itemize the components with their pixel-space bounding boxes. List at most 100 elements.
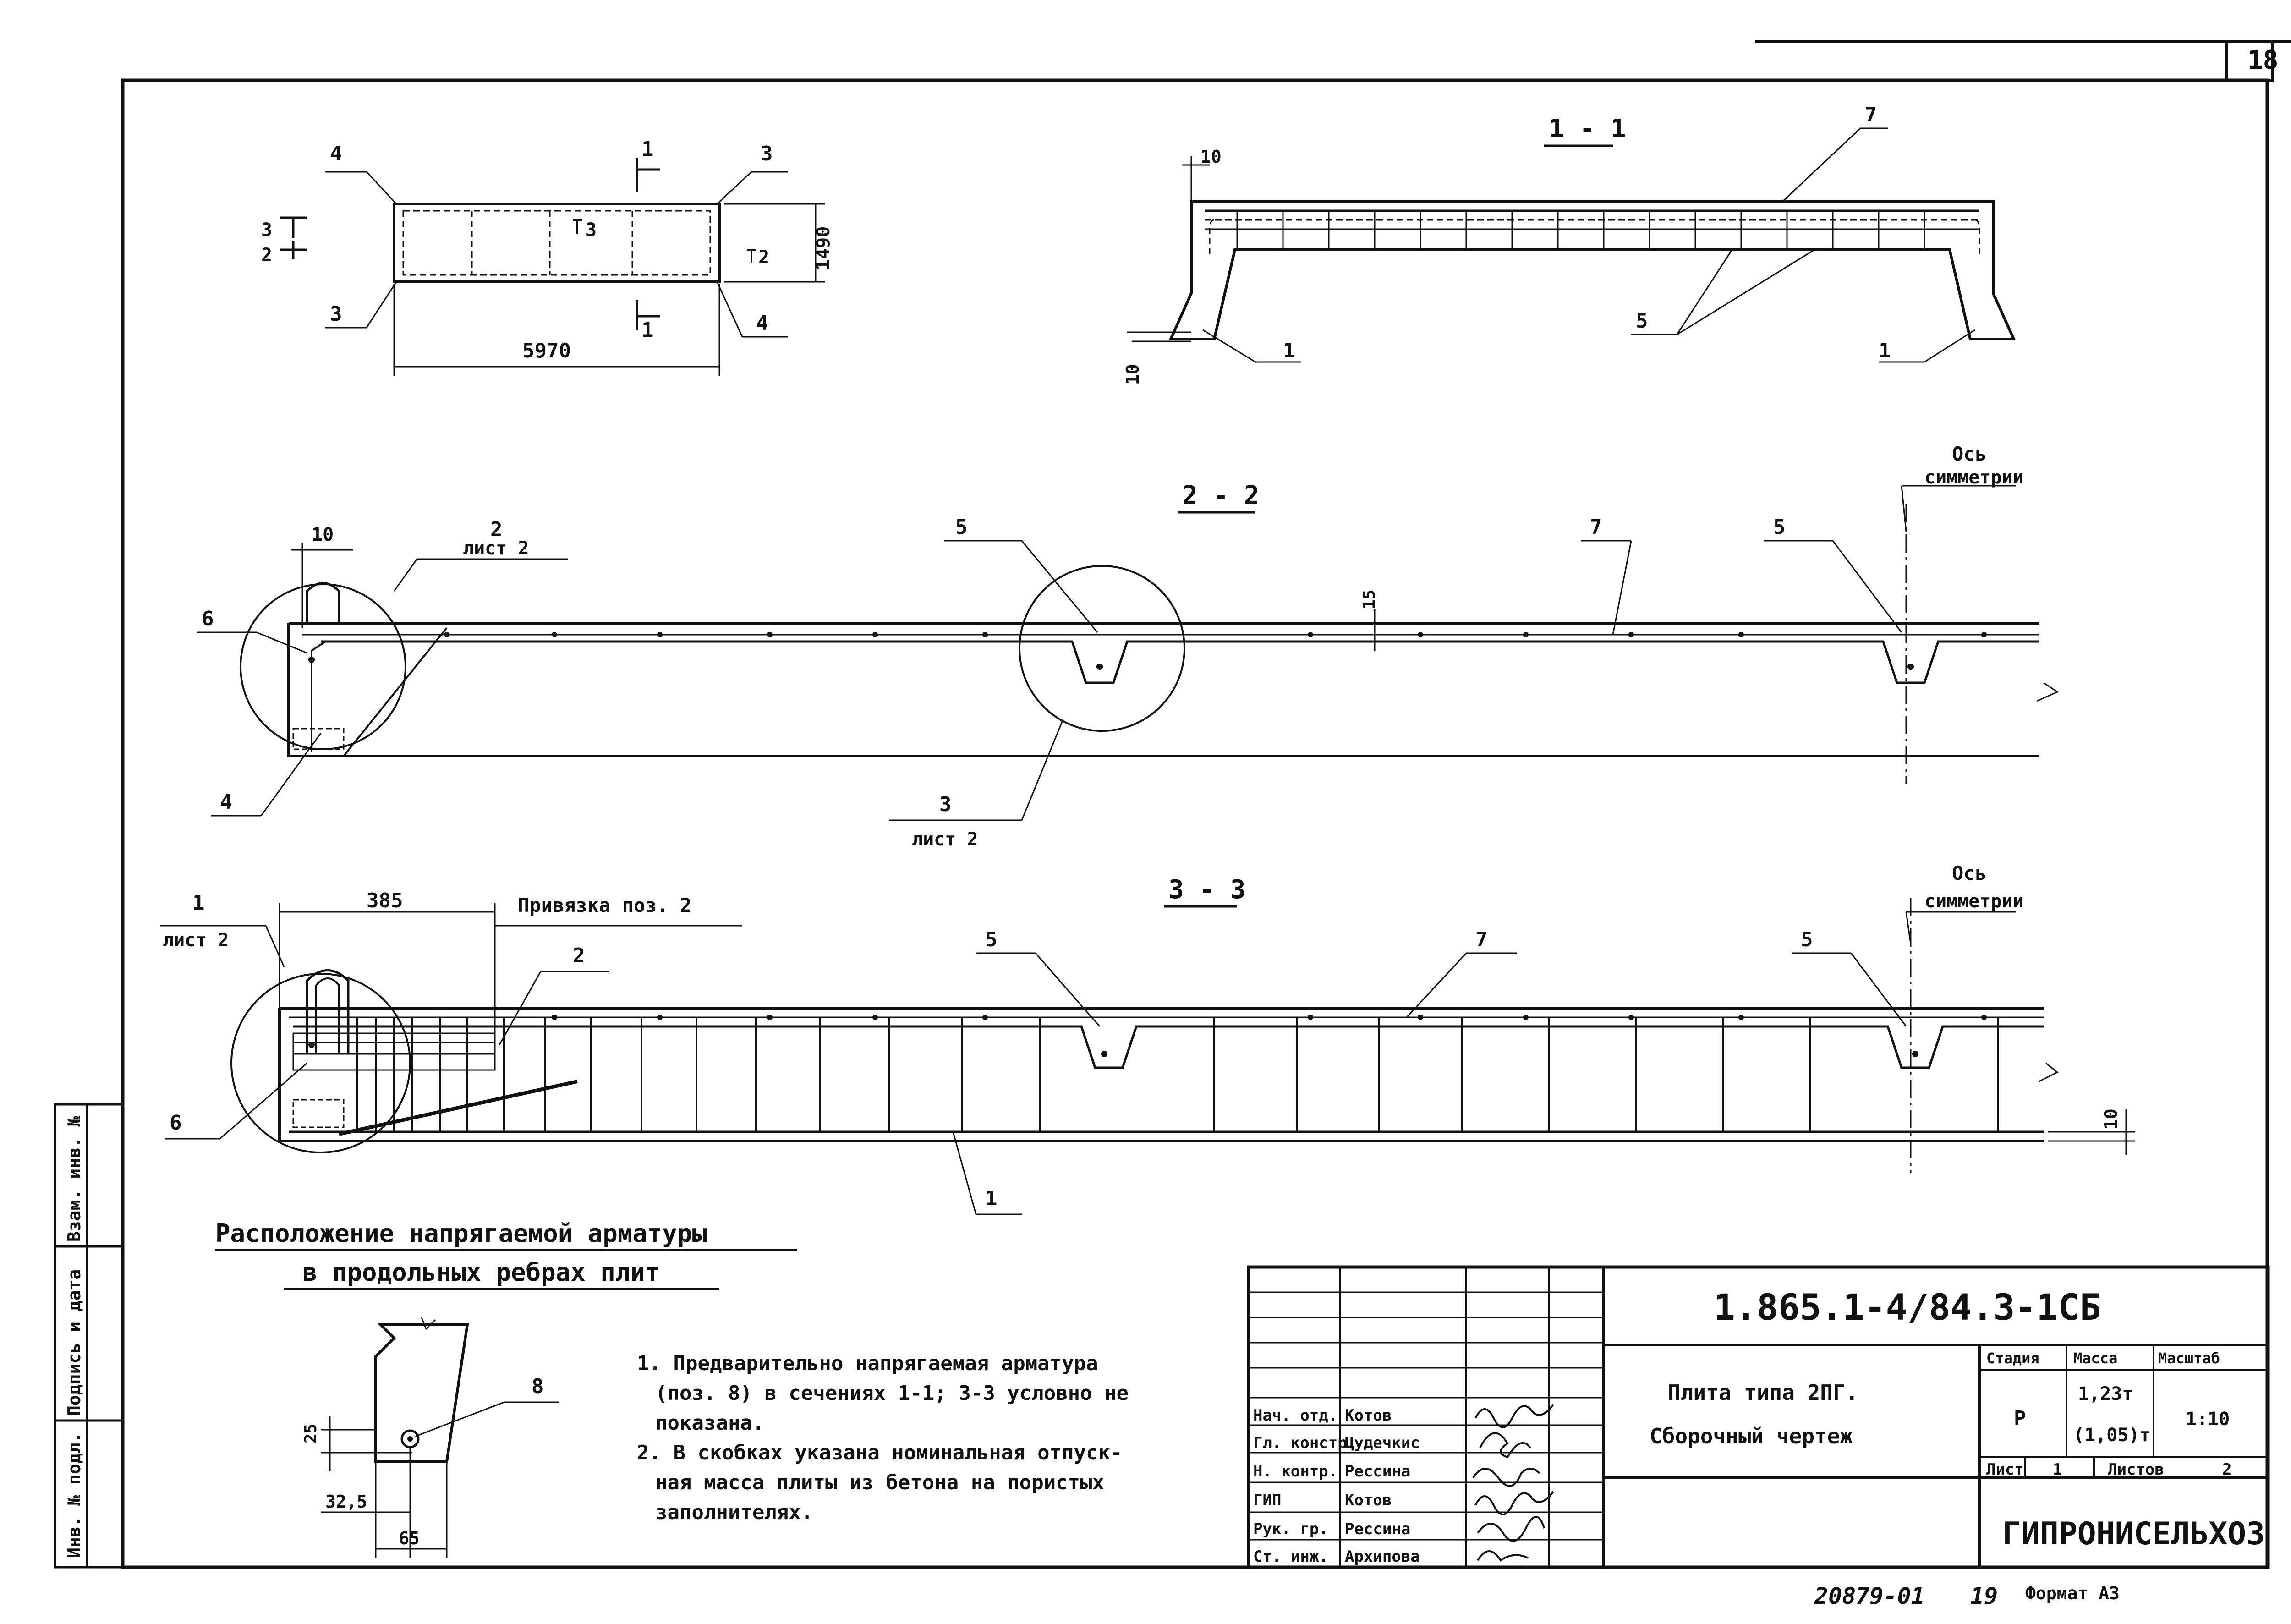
note-line-4: 2. В скобках указана номинальная отпуск- bbox=[637, 1441, 1123, 1465]
plan-pos-4b: 4 bbox=[756, 312, 768, 335]
format-label: Формат А3 bbox=[2025, 1583, 2120, 1603]
detail-pos-8: 8 bbox=[532, 1375, 544, 1398]
s33-title: 3 - 3 bbox=[1168, 875, 1246, 905]
s33-axis: Ось bbox=[1952, 862, 1987, 884]
page-number: 18 bbox=[2247, 45, 2278, 75]
plan-cut-1-bottom: 1 bbox=[641, 318, 654, 342]
role-3: Н. контр. bbox=[1253, 1462, 1337, 1481]
s11-pos-1b: 1 bbox=[1879, 339, 1891, 362]
drawing-code: 1.865.1-4/84.3-1СБ bbox=[1714, 1287, 2101, 1328]
s22-pos-5b: 5 bbox=[1773, 516, 1786, 539]
s22-axis: Ось bbox=[1952, 443, 1987, 465]
name-5: Рессина bbox=[1345, 1520, 1410, 1538]
page-number-box bbox=[2225, 40, 2274, 82]
stamp-replace-inv: Взам. инв. № bbox=[64, 1116, 84, 1242]
rib-detail: Расположение напрягаемой арматуры в прод… bbox=[215, 1219, 797, 1558]
signatures bbox=[1472, 1404, 1554, 1562]
plan-cut-1-top: 1 bbox=[641, 137, 654, 161]
sheets-label: Листов bbox=[2108, 1460, 2164, 1479]
s33-dim-385: 385 bbox=[367, 889, 403, 912]
s33-pos-1: 1 bbox=[985, 1187, 998, 1210]
drawing-name-1: Плита типа 2ПГ. bbox=[1668, 1380, 1858, 1405]
role-6: Ст. инж. bbox=[1253, 1547, 1328, 1566]
s11-pos-7: 7 bbox=[1865, 103, 1877, 126]
s11-pos-5: 5 bbox=[1636, 309, 1648, 333]
sheet-label: Лист bbox=[1986, 1460, 2024, 1479]
role-2: Гл. констр. bbox=[1253, 1434, 1356, 1452]
stage-value: Р bbox=[2014, 1407, 2026, 1430]
organization: ГИПРОНИСЕЛЬХОЗ bbox=[2002, 1516, 2265, 1552]
plan-mark-t3: 3 bbox=[586, 219, 597, 241]
scale-value: 1:10 bbox=[2186, 1409, 2230, 1430]
role-1: Нач. отд. bbox=[1253, 1406, 1337, 1425]
detail-heading-1: Расположение напрягаемой арматуры bbox=[215, 1219, 707, 1248]
plan-width: 1490 bbox=[813, 226, 834, 270]
s22-axis-2: симметрии bbox=[1924, 467, 2024, 488]
section-3-3: 3 - 3 bbox=[160, 862, 2135, 1215]
s22-ref-2: 2 bbox=[490, 518, 503, 541]
stamp-inv-no: Инв. № подл. bbox=[64, 1432, 84, 1558]
s11-dim-10-top: 10 bbox=[1200, 147, 1222, 167]
archive-page: 19 bbox=[1970, 1583, 1998, 1609]
title-block: Нач. отд. Гл. констр. Н. контр. ГИП Рук.… bbox=[1247, 1265, 2270, 1569]
plan-pos-4: 4 bbox=[330, 142, 342, 165]
drawing-name-2: Сборочный чертеж bbox=[1650, 1424, 1853, 1448]
mass-value-2: (1,05)т bbox=[2073, 1425, 2151, 1446]
s33-axis-2: симметрии bbox=[1924, 891, 2024, 912]
name-6: Архипова bbox=[1345, 1547, 1420, 1566]
s22-ref-3-sheet: лист 2 bbox=[912, 829, 978, 850]
s33-binding: Привязка поз. 2 bbox=[518, 894, 691, 916]
plan-length: 5970 bbox=[522, 339, 571, 362]
notes: 1. Предварительно напрягаемая арматура (… bbox=[637, 1352, 1129, 1524]
role-5: Рук. гр. bbox=[1253, 1520, 1328, 1538]
s22-pos-5a: 5 bbox=[955, 516, 968, 539]
s22-ref-2-sheet: лист 2 bbox=[463, 538, 529, 559]
detail-dim-65: 65 bbox=[399, 1528, 420, 1548]
plan-sec-3: 3 bbox=[261, 219, 272, 241]
stage-header: Стадия bbox=[1986, 1350, 2039, 1367]
s11-dim-10-bottom: 10 bbox=[1123, 364, 1143, 385]
s33-pos-6: 6 bbox=[170, 1111, 182, 1135]
s22-pos-6: 6 bbox=[202, 607, 214, 631]
archive-number: 20879-01 bbox=[1814, 1583, 1925, 1609]
side-stamp: Инв. № подл. Подпись и дата Взам. инв. № bbox=[54, 1103, 124, 1569]
plan-pos-3: 3 bbox=[761, 142, 773, 165]
note-line-5: ная масса плиты из бетона на пористых bbox=[655, 1471, 1104, 1494]
s22-dim-15: 15 bbox=[1360, 590, 1379, 609]
plan-pos-3b: 3 bbox=[330, 302, 342, 326]
role-4: ГИП bbox=[1253, 1491, 1281, 1509]
s22-ref-3: 3 bbox=[939, 793, 952, 816]
note-line-2: (поз. 8) в сечениях 1-1; 3-3 условно не bbox=[655, 1382, 1129, 1405]
detail-dim-32-5: 32,5 bbox=[325, 1492, 367, 1512]
name-2: Цудечкис bbox=[1345, 1434, 1420, 1452]
plan-mark-t2: 2 bbox=[758, 247, 769, 268]
name-4: Котов bbox=[1345, 1491, 1392, 1509]
section-1-1: 1 - 1 10 10 7 5 1 1 bbox=[1123, 103, 2016, 385]
note-line-1: 1. Предварительно напрягаемая арматура bbox=[637, 1352, 1098, 1375]
mass-value-1: 1,23т bbox=[2078, 1383, 2133, 1405]
s22-pos-4: 4 bbox=[220, 790, 232, 814]
detail-dim-25: 25 bbox=[301, 1424, 320, 1443]
s22-pos-7: 7 bbox=[1590, 516, 1602, 539]
sheets-value: 2 bbox=[2222, 1460, 2231, 1479]
plan-sec-2: 2 bbox=[261, 245, 272, 266]
s22-dim-10: 10 bbox=[312, 524, 334, 545]
s33-pos-7: 7 bbox=[1475, 928, 1488, 951]
sheet-value: 1 bbox=[2053, 1460, 2062, 1479]
sheet-frame bbox=[121, 78, 2269, 1569]
s33-pos-2: 2 bbox=[573, 944, 585, 967]
s22-title: 2 - 2 bbox=[1182, 481, 1260, 510]
s11-pos-1a: 1 bbox=[1283, 339, 1295, 362]
note-line-3: показана. bbox=[655, 1411, 764, 1435]
name-3: Рессина bbox=[1345, 1462, 1410, 1481]
s33-dim-10: 10 bbox=[2101, 1108, 2121, 1130]
detail-heading-2: в продольных ребрах плит bbox=[302, 1258, 660, 1287]
s33-ref-1: 1 bbox=[192, 891, 205, 915]
scale-header: Масштаб bbox=[2158, 1350, 2220, 1367]
plan-view: 5970 1490 4 3 3 4 1 1 3 2 3 2 bbox=[261, 137, 834, 376]
section-2-2: 2 - 2 10 15 2 лист 2 6 5 5 7 bbox=[197, 443, 2059, 850]
mass-header: Масса bbox=[2073, 1350, 2117, 1367]
s33-ref-1-sheet: лист 2 bbox=[163, 930, 229, 951]
s33-pos-5b: 5 bbox=[1801, 928, 1813, 951]
